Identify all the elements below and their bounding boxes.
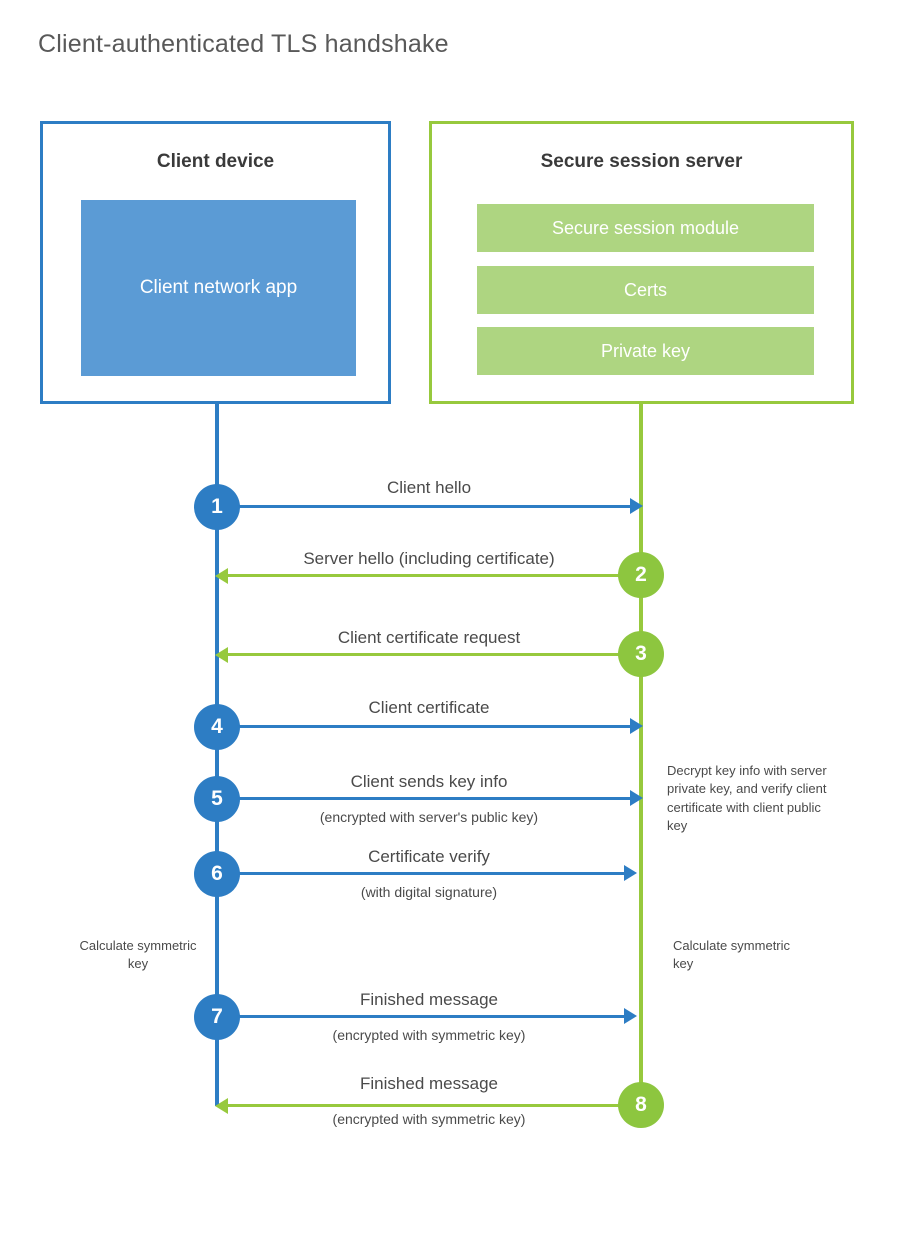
step-3-arrow-head-icon: [215, 647, 228, 663]
step-8-arrow-head-icon: [215, 1098, 228, 1114]
server-module-secure-session-module: Secure session module: [477, 204, 814, 252]
secure-session-server-box: Secure session server Secure session mod…: [429, 121, 854, 404]
step-7-label: Finished message: [360, 990, 498, 1009]
step-4-arrow-line: [230, 725, 632, 728]
step-4-arrow-head-icon: [630, 718, 643, 734]
server-module-private-key: Private key: [477, 327, 814, 375]
step-7-arrow-head-icon: [624, 1008, 637, 1024]
step-6-label: Certificate verify: [368, 847, 490, 866]
step-2-badge: 2: [618, 552, 664, 598]
step-7-arrow-line: [230, 1015, 626, 1018]
server-module-certs: Certs: [477, 266, 814, 314]
step-7-badge: 7: [194, 994, 240, 1040]
step-5-label: Client sends key info: [350, 772, 508, 791]
step-2-arrow-head-icon: [215, 568, 228, 584]
step-1-arrow-line: [230, 505, 632, 508]
step-5-arrow-head-icon: [630, 790, 643, 806]
step-5-badge: 5: [194, 776, 240, 822]
note-calculate-symmetric-key-client: Calculate symmetric key: [79, 938, 197, 972]
client-device-box: Client device Client network app: [40, 121, 391, 404]
step-3-arrow-line: [228, 653, 630, 656]
step-2-arrow-line: [228, 574, 630, 577]
page-title: Client-authenticated TLS handshake: [38, 30, 449, 58]
secure-session-server-title: Secure session server: [540, 151, 743, 172]
step-8-sublabel: (encrypted with symmetric key): [332, 1111, 526, 1127]
step-3-label: Client certificate request: [337, 628, 521, 647]
step-1-label: Client hello: [386, 478, 472, 497]
step-5-sublabel: (encrypted with server's public key): [319, 809, 539, 825]
step-4-badge: 4: [194, 704, 240, 750]
step-2-label: Server hello (including certificate): [303, 549, 555, 568]
step-8-label: Finished message: [360, 1074, 498, 1093]
step-1-arrow-head-icon: [630, 498, 643, 514]
step-6-badge: 6: [194, 851, 240, 897]
step-7-sublabel: (encrypted with symmetric key): [332, 1027, 526, 1043]
step-6-arrow-line: [230, 872, 626, 875]
client-lifeline: [215, 404, 219, 1106]
step-8-badge: 8: [618, 1082, 664, 1128]
step-8-arrow-line: [228, 1104, 630, 1107]
step-5-arrow-line: [230, 797, 632, 800]
step-1-badge: 1: [194, 484, 240, 530]
client-network-app-block: Client network app: [81, 200, 356, 376]
step-6-arrow-head-icon: [624, 865, 637, 881]
note-calculate-symmetric-key-server: Calculate symmetric key: [673, 938, 791, 972]
client-device-title: Client device: [156, 151, 275, 172]
server-lifeline: [639, 404, 643, 1106]
note-decrypt-key-info: Decrypt key info with server private key…: [667, 763, 827, 834]
step-6-sublabel: (with digital signature): [360, 884, 498, 900]
step-4-label: Client certificate: [368, 698, 490, 717]
step-3-badge: 3: [618, 631, 664, 677]
